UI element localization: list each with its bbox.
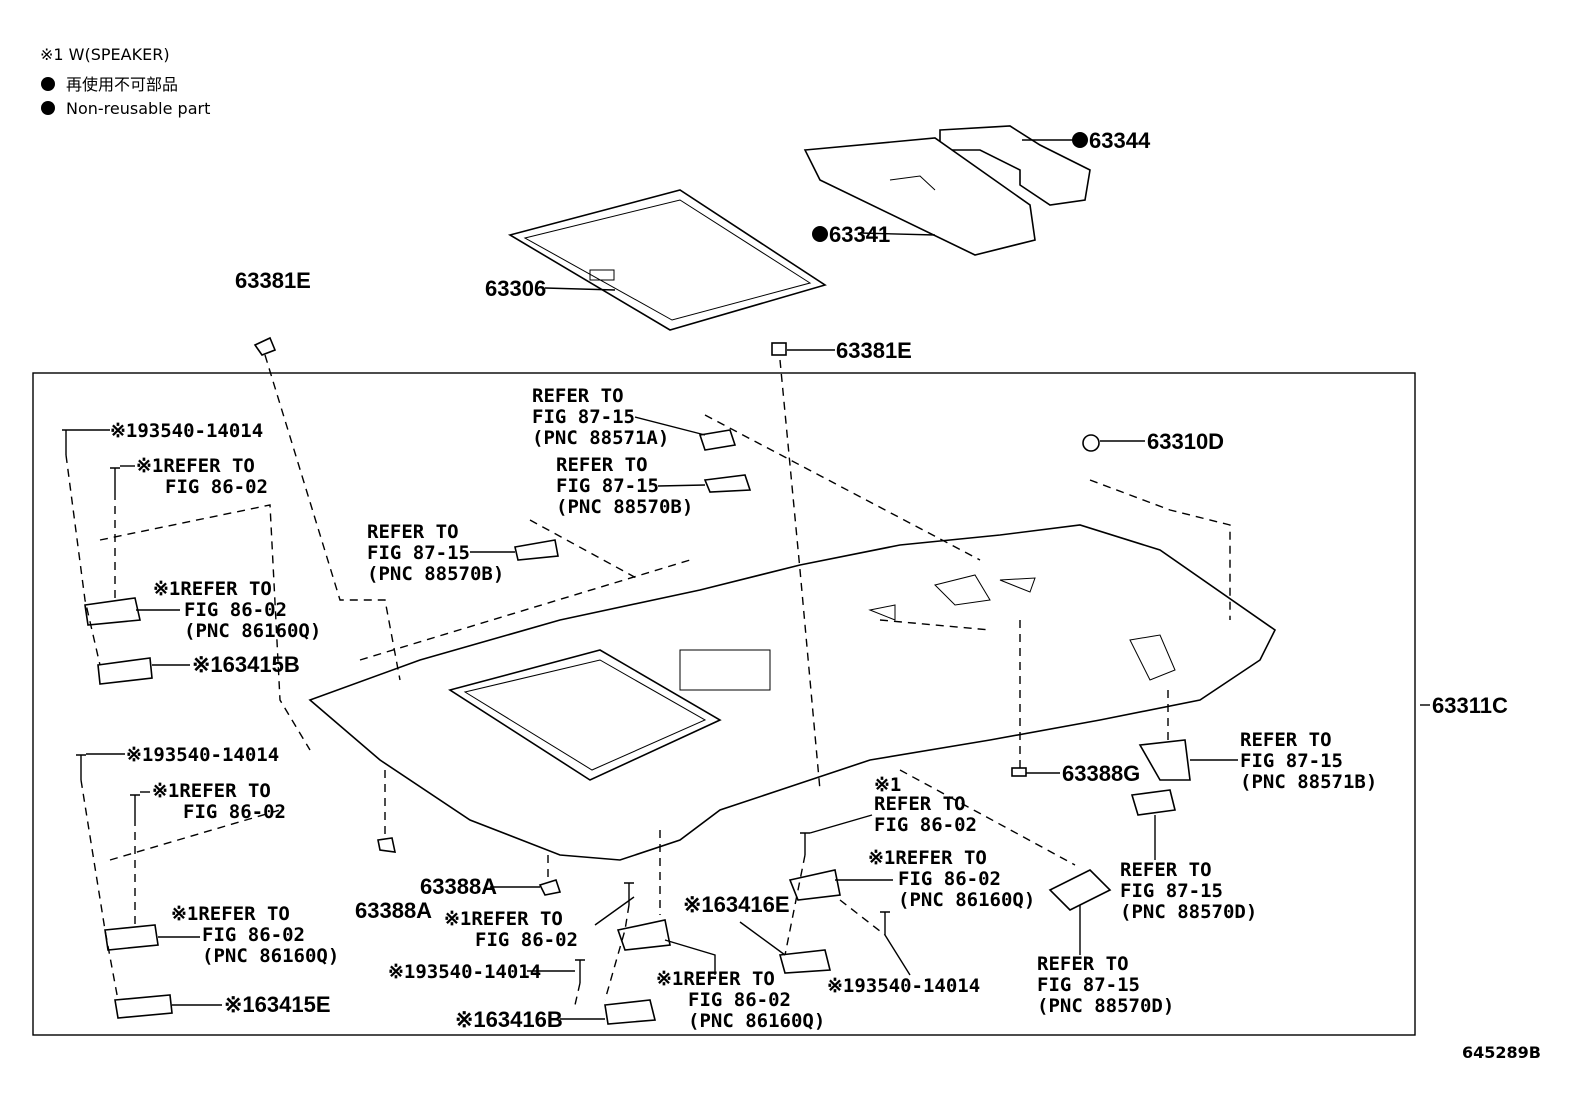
small-parts [62,336,1191,1025]
ref-86-02-d-line1: ※1 [874,774,901,796]
label-screw-4: ※193540-14014 [827,975,980,997]
pad-63341-shape [803,137,1036,256]
ref-88570B-b-line1: REFER TO [367,521,459,543]
label-63306: 63306 [485,276,546,301]
label-63381E-right: 63381E [836,338,912,363]
label-63311C: 63311C [1432,693,1508,718]
drawing-number: 645289B [1462,1043,1541,1062]
non-reusable-dot-icon [41,77,55,91]
ref-88570D-b-line1: REFER TO [1037,953,1129,975]
ref-88571B-line1: REFER TO [1240,729,1332,751]
label-screw-1: ※193540-14014 [110,420,263,442]
ref-86-02-b-line1: ※1REFER TO [152,780,271,802]
ref-88570D-a-line3: (PNC 88570D) [1120,901,1257,923]
guide-lines [65,354,1231,1006]
ref-88570B-b-line2: FIG 87-15 [367,542,470,564]
ref-86160Q-b-line2: FIG 86-02 [202,924,305,946]
label-63381E-left: 63381E [235,268,311,293]
ref-88570D-b-line3: (PNC 88570D) [1037,995,1174,1017]
ref-86160Q-b-line1: ※1REFER TO [171,903,290,925]
ref-86160Q-b-line3: (PNC 86160Q) [202,945,339,967]
ref-88570B-a-line1: REFER TO [556,454,648,476]
ref-88570B-a-line3: (PNC 88570B) [556,496,693,518]
ref-88570B-a-line2: FIG 87-15 [556,475,659,497]
label-63388G: 63388G [1062,761,1140,786]
non-reusable-dot-icon [41,101,55,115]
legend: ※1 W(SPEAKER) 再使用不可部品 Non-reusable part [40,45,210,118]
ref-86160Q-a-line3: (PNC 86160Q) [184,620,321,642]
ref-86-02-b-line2: FIG 86-02 [183,801,286,823]
label-63416E: ※163416E [683,892,790,917]
ref-86-02-d-line2: REFER TO [874,793,966,815]
ref-88570B-b-line3: (PNC 88570B) [367,563,504,585]
ref-86-02-a-line1: ※1REFER TO [136,455,255,477]
ref-86160Q-c-line2: FIG 86-02 [688,989,791,1011]
label-63415E: ※163415E [224,992,331,1017]
label-63415B: ※163415B [192,652,300,677]
ref-86160Q-d-line1: ※1REFER TO [868,847,987,869]
leader-lines [70,139,1430,1020]
ref-88571A-line2: FIG 87-15 [532,406,635,428]
ref-88570D-b-line2: FIG 87-15 [1037,974,1140,996]
sunshade-63306-shape [507,189,827,331]
label-63341: 63341 [829,222,890,247]
assembly-frame [32,372,1416,1036]
part-labels: 63344 63341 63306 63381E 63381E 63310D 6… [110,128,1508,1032]
label-63388A-2: 63388A [355,898,432,923]
label-63388A-1: 63388A [420,874,497,899]
label-screw-2: ※193540-14014 [126,744,279,766]
non-reusable-dot-icon [812,226,828,242]
ref-86-02-a-line2: FIG 86-02 [165,476,268,498]
ref-86160Q-d-line2: FIG 86-02 [898,868,1001,890]
ref-88571A-line3: (PNC 88571A) [532,427,669,449]
legend-non-reusable-en: Non-reusable part [66,99,210,118]
ref-88571B-line2: FIG 87-15 [1240,750,1343,772]
label-63416B: ※163416B [455,1007,563,1032]
pad-63344-shape [939,125,1091,206]
label-63344: 63344 [1089,128,1151,153]
legend-speaker: ※1 W(SPEAKER) [40,45,170,64]
legend-non-reusable-jp: 再使用不可部品 [66,75,178,94]
ref-86160Q-a-line2: FIG 86-02 [184,599,287,621]
reference-labels: REFER TO FIG 87-15 (PNC 88571A) REFER TO… [136,385,1377,1032]
ref-88571A-line1: REFER TO [532,385,624,407]
ref-86-02-c-line2: FIG 86-02 [475,929,578,951]
headliner-63311C-shape [308,524,1277,861]
ref-88570D-a-line2: FIG 87-15 [1120,880,1223,902]
label-63310D: 63310D [1147,429,1224,454]
ref-86160Q-d-line3: (PNC 86160Q) [898,889,1035,911]
ref-88570D-a-line1: REFER TO [1120,859,1212,881]
ref-86-02-d-line3: FIG 86-02 [874,814,977,836]
ref-86160Q-a-line1: ※1REFER TO [153,578,272,600]
non-reusable-dot-icon [1072,132,1088,148]
ref-86160Q-c-line3: (PNC 86160Q) [688,1010,825,1032]
ref-86160Q-c-line1: ※1REFER TO [656,968,775,990]
ref-88571B-line3: (PNC 88571B) [1240,771,1377,793]
label-screw-3: ※193540-14014 [388,961,541,983]
ref-86-02-c-line1: ※1REFER TO [444,908,563,930]
